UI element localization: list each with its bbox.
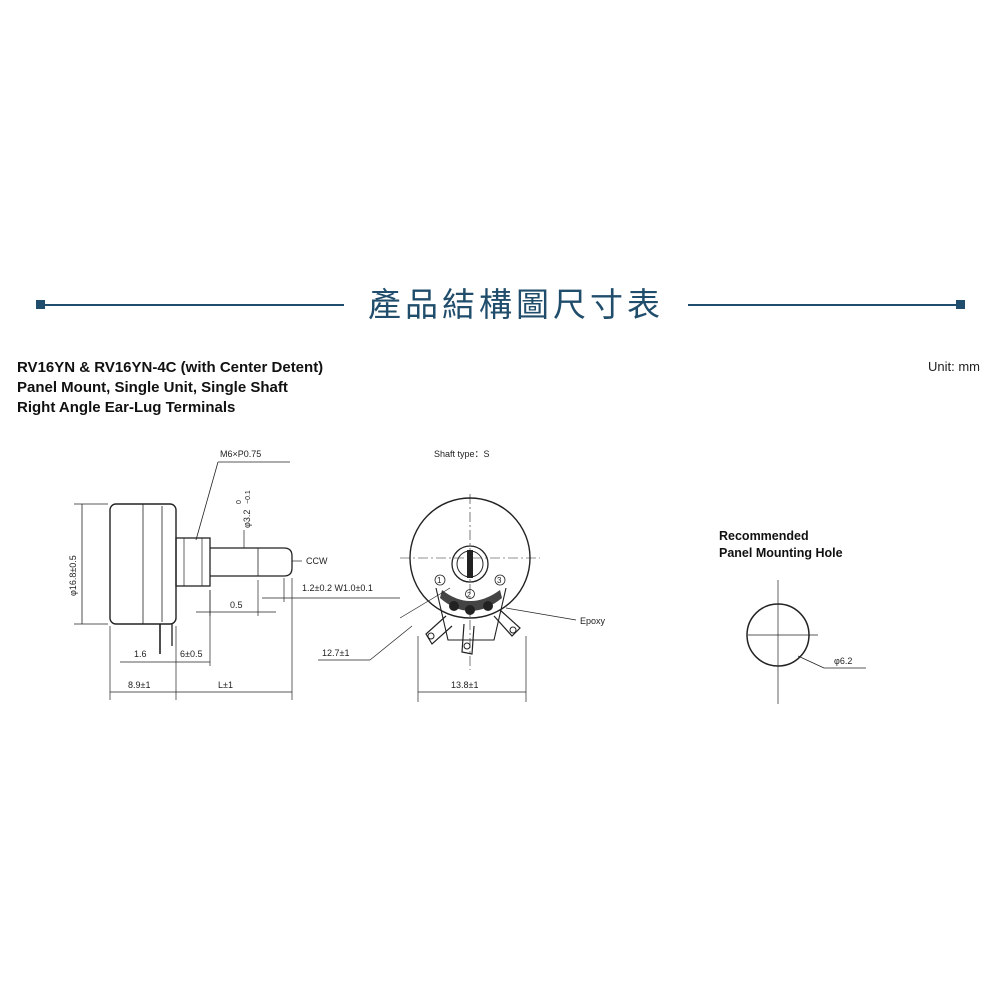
terminal-lug-2-hole [463, 642, 471, 650]
terminal-lug-3 [493, 609, 521, 637]
hole-dia-leader [797, 655, 825, 669]
terminal-span-label: 13.8±1 [451, 680, 478, 690]
heading-rule-right [688, 304, 962, 306]
body-dia-label: φ16.8±0.5 [68, 555, 78, 596]
terminal-rivet [449, 601, 459, 611]
terminal-3-label: 3 [497, 576, 502, 585]
mounting-hole-circle [746, 603, 810, 667]
thread-label: M6×P0.75 [220, 449, 261, 459]
bushing [175, 537, 211, 587]
mounting-title-2: Panel Mounting Hole [719, 546, 843, 560]
shaft [210, 547, 293, 577]
terminal-lug-1 [425, 615, 453, 645]
thread-leader-2 [195, 461, 219, 541]
heading-rule-left [42, 304, 344, 306]
side-view: M6×P0.75 φ3.2 0 −0.1 φ16.8±0.5 CCW 0.5 1… [68, 449, 400, 700]
shaft-type-label: Shaft type：S [434, 449, 490, 459]
product-terminals: Right Angle Ear-Lug Terminals [17, 399, 236, 416]
terminal-1-label: 1 [437, 576, 442, 585]
mounting-hole-view: Recommended Panel Mounting Hole φ6.2 [719, 529, 866, 704]
terminal-spacing-label: 12.7±1 [322, 648, 349, 658]
terminal-1-marker [434, 574, 446, 586]
body-depth-label: 8.9±1 [128, 680, 150, 690]
product-model: RV16YN & RV16YN-4C (with Center Detent) [17, 359, 324, 376]
terminal-rivet-3 [483, 601, 493, 611]
shaft-tol-lower: −0.1 [245, 490, 252, 504]
hole-dia-label: φ6.2 [834, 656, 852, 666]
spacing-ext [399, 587, 451, 619]
terminal-2-marker [465, 589, 475, 599]
front-body-circle [409, 497, 531, 619]
shaft-tol-upper: 0 [236, 500, 243, 504]
mounting-title-1: Recommended [719, 529, 809, 543]
dimension-drawing: M6×P0.75 φ3.2 0 −0.1 φ16.8±0.5 CCW 0.5 1… [68, 449, 866, 704]
terminal-lug-2 [461, 623, 475, 655]
unit-label: Unit: mm [928, 359, 980, 374]
epoxy-label: Epoxy [580, 616, 606, 626]
epoxy-leader [505, 607, 577, 621]
terminal-rivet-2 [465, 605, 475, 615]
product-mount: Panel Mount, Single Unit, Single Shaft [17, 379, 288, 396]
ccw-label: CCW [306, 556, 328, 566]
spacing-leader-2 [369, 625, 413, 661]
shaft-slot [467, 550, 473, 578]
terminal-3-marker [494, 574, 506, 586]
page-title: 產品結構圖尺寸表 [368, 285, 664, 324]
heading-marker-right [956, 300, 965, 309]
terminal-block [435, 587, 507, 641]
shaft-length-label: L±1 [218, 680, 233, 690]
terminal-2-label: 2 [467, 592, 471, 599]
terminal-width-label: 1.6 [134, 649, 147, 659]
front-view: Shaft type：S 1 3 2 Epoxy 12. [318, 449, 606, 702]
flat-width-label: 0.5 [230, 600, 243, 610]
bushing-length-label: 6±0.5 [180, 649, 202, 659]
terminal-lug-3-hole [509, 626, 517, 634]
section-heading: 產品結構圖尺寸表 [36, 282, 966, 328]
product-info: RV16YN & RV16YN-4C (with Center Detent) … [17, 358, 323, 418]
shaft-end [451, 545, 489, 583]
terminal-lug-1-hole [427, 632, 435, 640]
heading-marker-left [36, 300, 45, 309]
shaft-dia-label: φ3.2 [242, 510, 252, 528]
slot-dims-label: 1.2±0.2 W1.0±0.1 [302, 583, 373, 593]
